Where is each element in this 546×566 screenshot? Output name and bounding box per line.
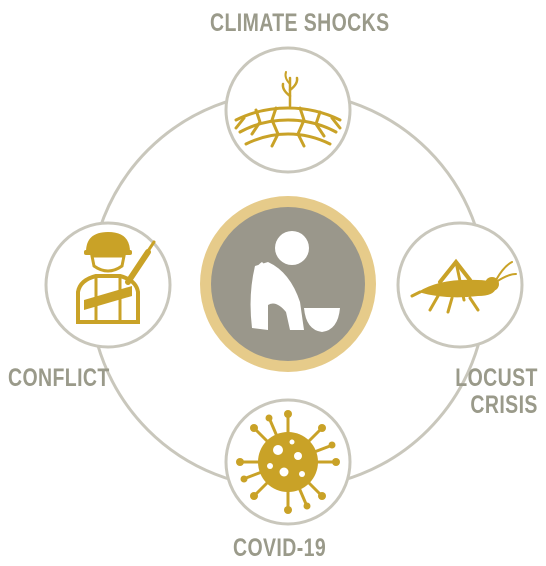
climate-shocks-node [224, 46, 352, 174]
cracked-earth-drought-icon [234, 71, 342, 148]
locust-crisis-label-line2: CRISIS [470, 391, 538, 419]
center-node [200, 196, 376, 372]
climate-shocks-label: CLIMATE SHOCKS [210, 9, 390, 37]
coronavirus-icon [236, 410, 340, 514]
conflict-node [44, 221, 172, 349]
covid-19-node [224, 398, 352, 526]
covid-19-label: COVID-19 [233, 534, 327, 562]
locust-crisis-label-line1: LOCUST [455, 364, 538, 392]
locust-icon [410, 258, 517, 314]
soldier-with-rifle-icon [76, 232, 156, 324]
locust-crisis-label: LOCUST CRISIS [455, 365, 538, 419]
conflict-label: CONFLICT [8, 364, 110, 392]
hungry-person-with-bowl-icon [250, 231, 340, 332]
locust-crisis-node [396, 221, 524, 349]
